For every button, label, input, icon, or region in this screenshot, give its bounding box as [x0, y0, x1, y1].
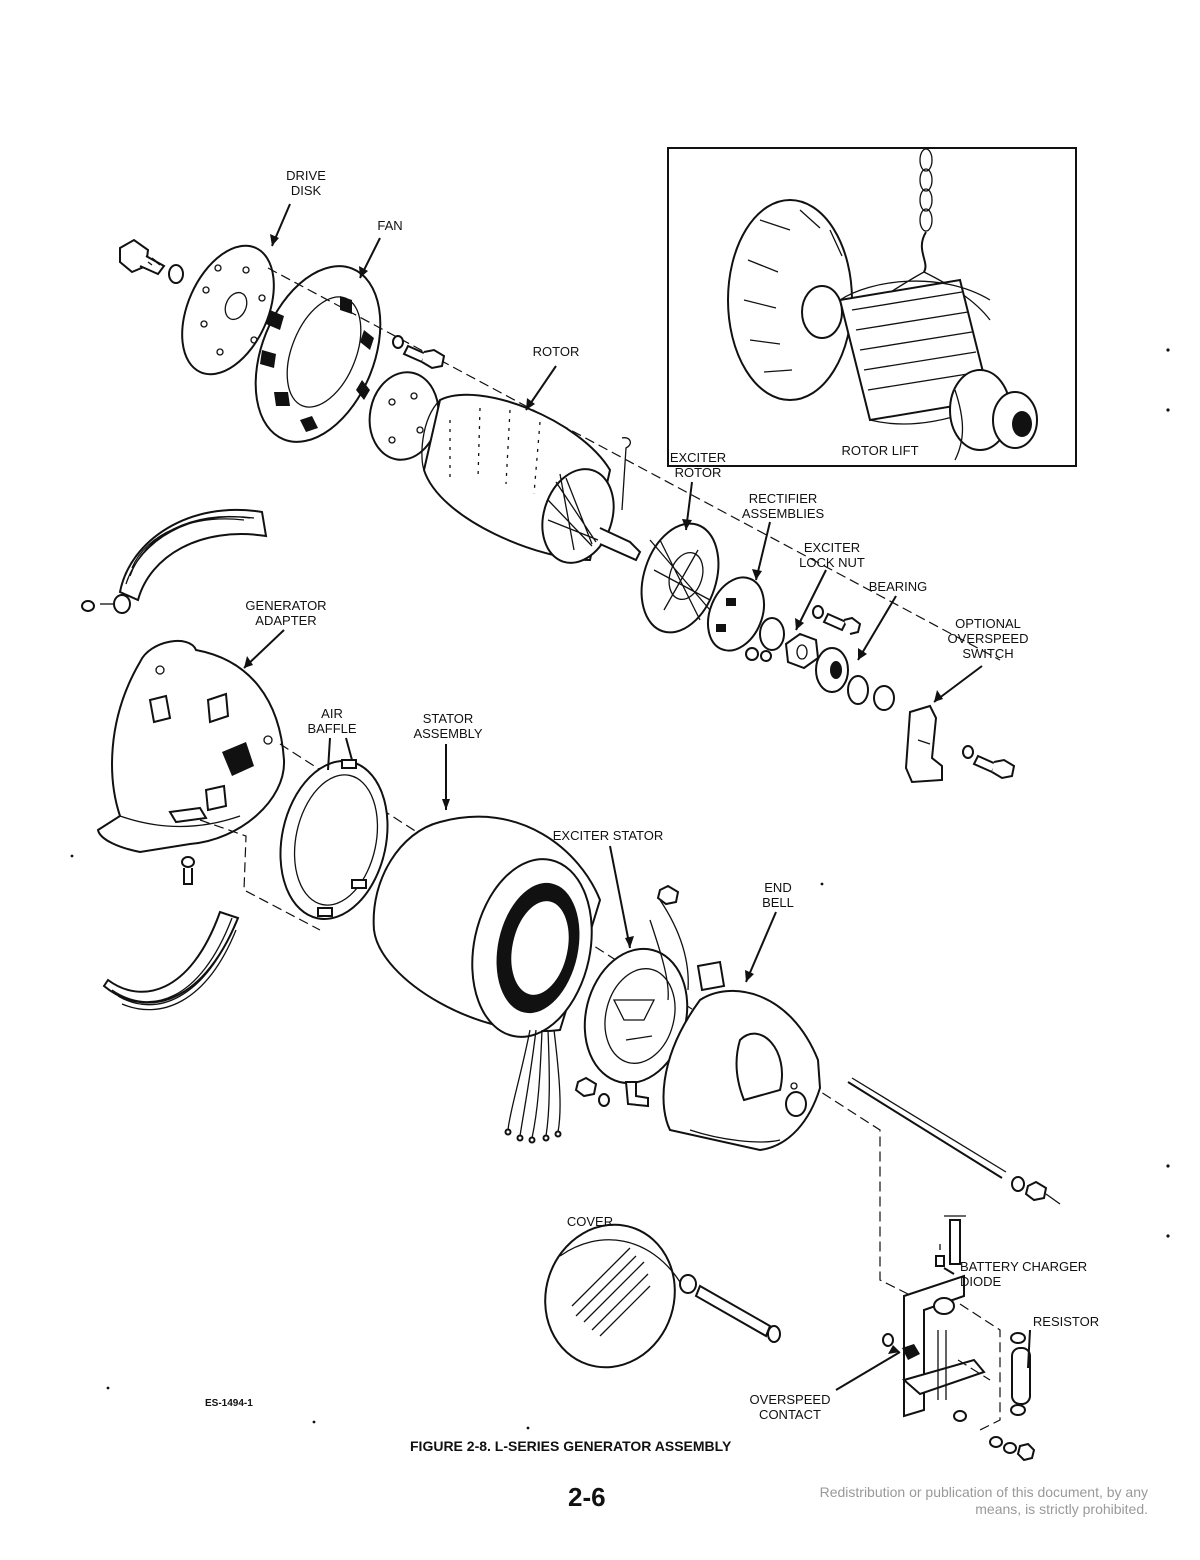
exciter-clip: [624, 1081, 649, 1108]
drive-bolt: [119, 238, 166, 276]
lower-screen: [102, 910, 240, 1011]
drive-disk-part: [181, 244, 275, 376]
bearing-washer-1: [847, 675, 869, 705]
label-rotor: ROTOR: [532, 344, 580, 359]
lift-fan: [727, 199, 853, 401]
label-resistor: RESISTOR: [1032, 1314, 1100, 1329]
rotor-lift-inset: [667, 147, 1077, 467]
rotor-part: [421, 393, 642, 564]
upper-screen: [81, 508, 268, 614]
resistor-part: [1010, 1332, 1031, 1416]
end-bell-part: [662, 989, 822, 1152]
rectifier-bolt: [812, 605, 862, 635]
rotor-key: [621, 437, 631, 511]
bracket-axis: [957, 1303, 1001, 1431]
scan-specks: [70, 348, 1170, 1430]
fan-bolt: [392, 335, 446, 370]
fan-part: [254, 265, 382, 443]
rotor-hub: [368, 371, 440, 461]
overspeed-contact-part: [882, 1333, 920, 1360]
drawing-code: ES-1494-1: [205, 1398, 253, 1409]
label-fan: FAN: [377, 218, 403, 233]
exciter-rotor-part: [640, 522, 720, 634]
label-rotor-lift: ROTOR LIFT: [841, 443, 919, 458]
bearing-washer-2: [873, 685, 895, 711]
page-number: 2-6: [568, 1482, 606, 1512]
lift-exciter-end: [949, 369, 1038, 461]
end-bell-bracket: [696, 960, 726, 992]
stator-assembly-part: [372, 815, 602, 1144]
exciter-leads: [649, 899, 689, 1001]
assembly-axis-upper: [267, 267, 1001, 661]
label-exciter-stator: EXCITER STATOR: [552, 828, 664, 843]
assembly-axis-lower: [199, 743, 921, 1301]
figure-caption: FIGURE 2-8. L-SERIES GENERATOR ASSEMBLY: [410, 1438, 732, 1454]
through-rod: [847, 1077, 1061, 1205]
mounting-bracket: [901, 1274, 986, 1418]
generator-adapter-part: [96, 639, 286, 885]
bearing-part: [815, 647, 849, 693]
end-bell-bolt: [656, 884, 680, 906]
air-baffle-part: [279, 759, 389, 920]
overspeed-switch-part: [904, 704, 1016, 784]
label-bearing: BEARING: [868, 579, 928, 594]
drive-washer: [168, 264, 184, 284]
cover-part: [544, 1223, 781, 1369]
leader-arrowheads: [244, 234, 943, 1354]
exciter-lock-nut-part: [784, 632, 820, 670]
diode-part: [935, 1215, 966, 1267]
spacer: [759, 617, 785, 651]
exciter-stator-bolt: [574, 1076, 610, 1107]
label-cover: COVER: [566, 1214, 614, 1229]
rectifier-part: [707, 576, 772, 662]
redistribution-notice: Redistribution or publication of this do…: [819, 1484, 1148, 1517]
bracket-hardware: [953, 1410, 1036, 1462]
